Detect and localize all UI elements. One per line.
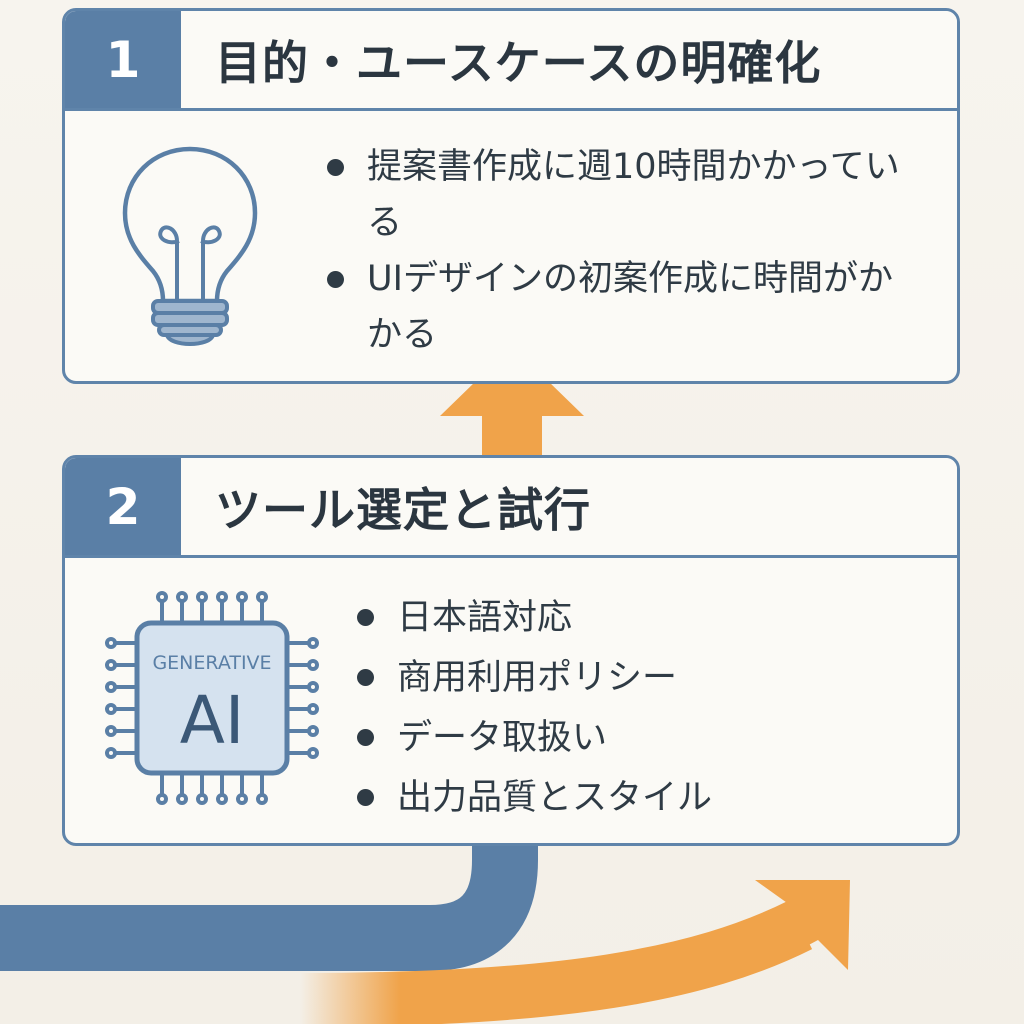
bullet-dot xyxy=(357,729,374,746)
up-arrow xyxy=(440,346,584,470)
bullet-text: 提案書作成に週10時間かかっている xyxy=(367,147,900,243)
bullet-item: 提案書作成に週10時間かかっている xyxy=(327,139,927,251)
bullet-dot xyxy=(357,669,374,686)
bullet-text: 出力品質とスタイル xyxy=(397,778,713,818)
bullet-dot xyxy=(327,159,344,176)
chip-pins xyxy=(105,591,319,805)
bullet-item: 出力品質とスタイル xyxy=(357,768,917,828)
bullet-text: データ取扱い xyxy=(397,718,608,758)
step-1-bullet-list: 提案書作成に週10時間かかっている UIデザインの初案作成に時間がかかる xyxy=(327,139,927,363)
bullet-item: データ取扱い xyxy=(357,708,917,768)
step-number-badge: 1 xyxy=(65,11,181,108)
orange-arrowhead xyxy=(755,880,850,970)
orange-flow-line xyxy=(299,900,813,1024)
step-card-2-header: 2 ツール選定と試行 xyxy=(65,458,957,558)
chip-label-small: GENERATIVE xyxy=(152,652,271,674)
step-title: 目的・ユースケースの明確化 xyxy=(215,35,822,90)
bullet-dot xyxy=(357,609,374,626)
bullet-text: 日本語対応 xyxy=(397,598,573,638)
bullet-item: UIデザインの初案作成に時間がかかる xyxy=(327,251,927,363)
step-card-2: 2 ツール選定と試行 xyxy=(62,455,960,846)
ai-chip-icon: GENERATIVE AI xyxy=(105,591,319,805)
step-2-bullet-list: 日本語対応 商用利用ポリシー データ取扱い 出力品質とスタイル xyxy=(357,588,917,828)
bullet-dot xyxy=(357,789,374,806)
chip-label-large: AI xyxy=(180,682,245,759)
blue-flow-line xyxy=(0,820,538,971)
lightbulb-icon xyxy=(122,146,258,346)
step-card-1-header: 1 目的・ユースケースの明確化 xyxy=(65,11,957,111)
bullet-dot xyxy=(327,271,344,288)
bullet-text: UIデザインの初案作成に時間がかかる xyxy=(367,259,893,355)
step-card-1: 1 目的・ユースケースの明確化 提案書作成に週10時間かかっている UIデザイン… xyxy=(62,8,960,384)
chip-body xyxy=(134,620,290,776)
step-number-badge: 2 xyxy=(65,458,181,555)
bullet-text: 商用利用ポリシー xyxy=(397,658,678,698)
bullet-item: 日本語対応 xyxy=(357,588,917,648)
step-title: ツール選定と試行 xyxy=(215,482,591,537)
bullet-item: 商用利用ポリシー xyxy=(357,648,917,708)
